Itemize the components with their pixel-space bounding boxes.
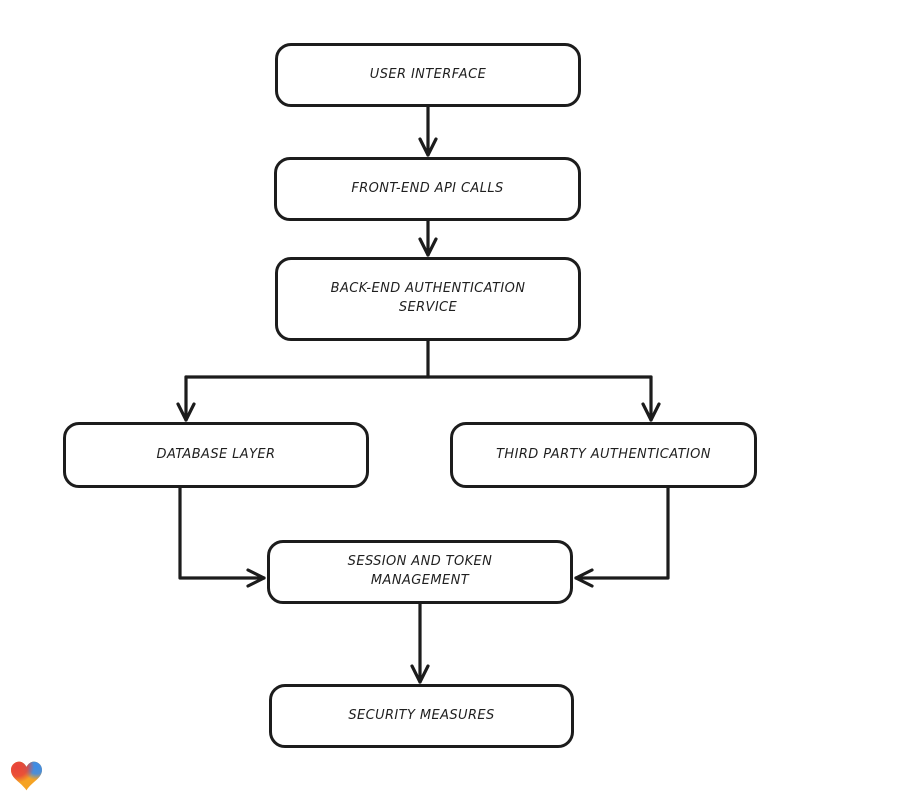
brand-watermark[interactable] [11,761,42,791]
node-third-party-authentication: THIRD PARTY AUTHENTICATION [450,422,757,488]
node-user-interface: USER INTERFACE [275,43,581,107]
edge-back-end-split [184,339,653,379]
node-back-end-authentication-service-label: BACK-END AUTHENTICATION SERVICE [330,281,526,315]
heart-icon [11,761,42,791]
edge-back-end-to-database-layer [176,375,196,422]
edge-front-end-to-back-end [418,219,438,257]
node-database-layer-label: DATABASE LAYER [156,446,276,462]
node-session-and-token-management: SESSION AND TOKEN MANAGEMENT [267,540,573,604]
node-security-measures: SECURITY MEASURES [269,684,574,748]
edge-session-to-security [410,602,430,684]
edge-back-end-to-third-party [641,375,661,422]
edge-user-interface-to-front-end [418,105,438,157]
node-back-end-authentication-service: BACK-END AUTHENTICATION SERVICE [275,257,581,341]
node-third-party-authentication-label: THIRD PARTY AUTHENTICATION [496,446,711,462]
node-database-layer: DATABASE LAYER [63,422,369,488]
node-front-end-api-calls: FRONT-END API CALLS [274,157,581,221]
node-user-interface-label: USER INTERFACE [369,66,487,82]
node-front-end-api-calls-label: FRONT-END API CALLS [351,180,504,196]
node-session-and-token-management-label: SESSION AND TOKEN MANAGEMENT [347,554,493,588]
node-security-measures-label: SECURITY MEASURES [348,707,495,723]
edge-database-to-session [178,486,266,588]
edge-third-party-to-session [574,486,670,588]
